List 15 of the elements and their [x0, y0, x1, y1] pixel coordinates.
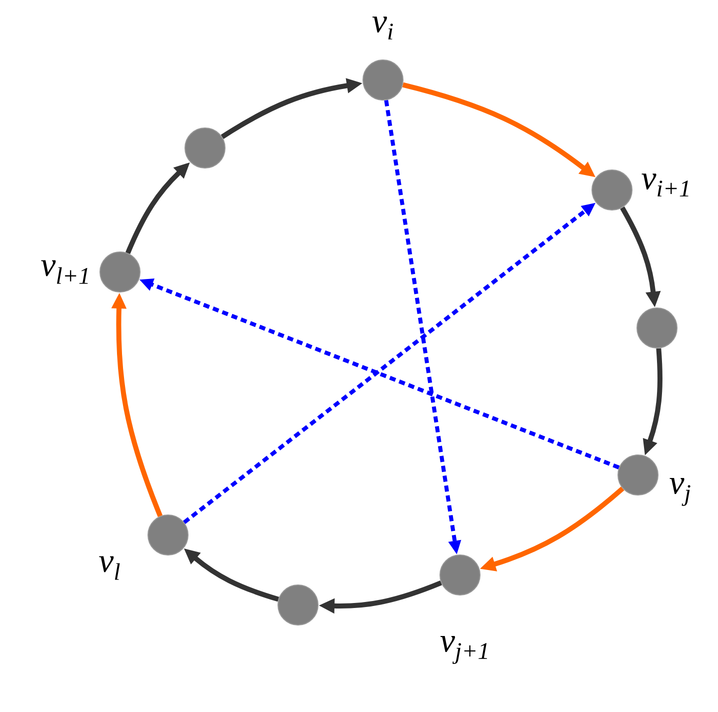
vertex-circle: [636, 308, 678, 348]
vertex-circle: [100, 251, 140, 292]
vertex-circle: [184, 128, 226, 168]
vertex-circle: [618, 454, 658, 496]
vertex-label: v$_{l+1}$: [41, 260, 88, 284]
vertex-label: v$_{i}$: [372, 16, 393, 40]
vertex-label: v$_{j+1}$: [440, 636, 488, 664]
vertex-label: v$_{i+1}$: [642, 174, 688, 196]
vertex-circle: [362, 60, 404, 100]
vertex-label: v$_{l}$: [99, 556, 120, 580]
vertex-circle: [592, 170, 632, 210]
vertex-circle: [278, 584, 318, 626]
vertex-label: v$_{j}$: [670, 478, 690, 506]
vertex-circle: [148, 514, 188, 556]
vertex-circle: [440, 554, 480, 596]
